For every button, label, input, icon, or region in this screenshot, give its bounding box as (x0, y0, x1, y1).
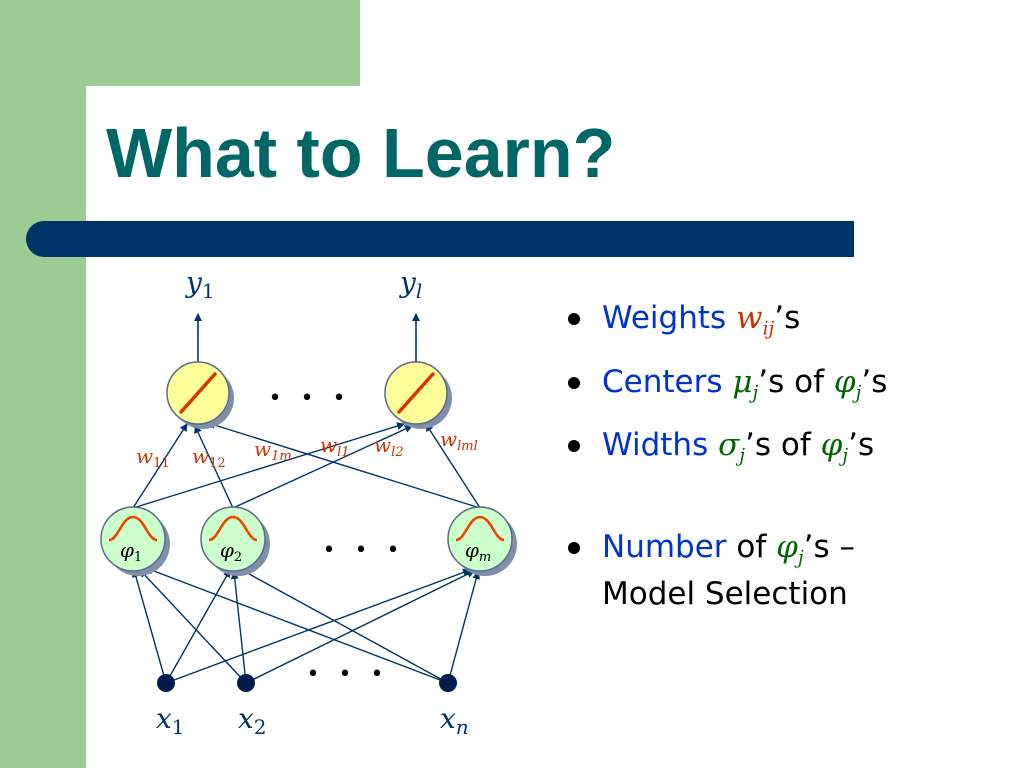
hidden-node-1 (100, 506, 170, 576)
input-label-n: xn (440, 702, 469, 739)
bullet-text: ’s – (803, 528, 855, 565)
weight-label-wl2: wl2 (374, 433, 404, 460)
weight-label-wlml: wlml (440, 427, 478, 454)
bullet-keyword: Centers (602, 363, 733, 400)
phi-symbol: φj (820, 427, 849, 467)
gaussian-icon (208, 515, 258, 542)
bullet-widths: Widths σj’s of φj’s (566, 427, 1006, 475)
top-band-background (0, 0, 360, 86)
weight-symbol: wij (736, 300, 775, 340)
input-label-1: x1 (156, 702, 185, 739)
hidden-node-m (447, 506, 517, 576)
input-label-2: x2 (238, 702, 267, 739)
weight-label-w11: w11 (136, 444, 170, 471)
output-label-l: yl (398, 266, 422, 303)
output-node-l (384, 361, 452, 429)
sidebar-background (0, 0, 86, 768)
input-node-2 (237, 674, 255, 692)
linear-activation-icon (179, 372, 217, 414)
hidden-output-connections (132, 421, 481, 509)
bullet-text: ’s (861, 363, 888, 400)
weight-label-w1m: w1m (254, 437, 292, 464)
bullet-list: Weights wij’s Centers μj’s of φj’s Width… (566, 300, 1006, 628)
linear-activation-icon (397, 372, 435, 414)
input-node-1 (157, 674, 175, 692)
hidden-ellipsis: • • • (323, 538, 406, 563)
phi-symbol: φj (776, 528, 804, 569)
hidden-label-2: φ2 (220, 538, 242, 565)
bullet-text: of (726, 528, 777, 565)
bullet-keyword: Weights (602, 300, 737, 336)
bullet-text: ’s of (745, 427, 821, 463)
gaussian-icon (455, 515, 505, 542)
title-underline-bar (26, 221, 854, 257)
weight-label-wl1: wl1 (320, 433, 350, 460)
hidden-label-m: φm (465, 538, 491, 565)
hidden-node-2 (200, 506, 270, 576)
slide-title: What to Learn? (106, 114, 616, 192)
rbf-network-diagram: φ1 φ2 φm • • • • • • • • • y1 yl w11 w12… (100, 266, 517, 739)
mu-symbol: μj (732, 363, 759, 404)
output-label-1: y1 (184, 266, 215, 303)
output-node-1 (166, 361, 234, 429)
bullet-keyword: Number (602, 528, 727, 565)
bullet-text: ’s (848, 427, 875, 463)
input-node-n (439, 674, 457, 692)
input-ellipsis: • • • (307, 662, 390, 687)
bullet-number: Number of φj’s – Model Selection (566, 528, 1006, 612)
weight-label-w12: w12 (192, 444, 226, 471)
hidden-label-1: φ1 (120, 538, 142, 565)
bullet-text-line2: Model Selection (602, 576, 848, 612)
bullet-centers: Centers μj’s of φj’s (566, 364, 1006, 412)
content-corner (86, 86, 236, 236)
sigma-symbol: σj (718, 427, 746, 467)
bullet-weights: Weights wij’s (566, 300, 1006, 348)
input-hidden-connections (132, 566, 481, 684)
output-ellipsis: • • • (269, 386, 352, 411)
gaussian-icon (108, 515, 158, 542)
phi-symbol: φj (833, 363, 862, 404)
bullet-text: ’s (774, 300, 801, 336)
bullet-text: ’s of (758, 363, 834, 400)
bullet-keyword: Widths (602, 427, 719, 463)
